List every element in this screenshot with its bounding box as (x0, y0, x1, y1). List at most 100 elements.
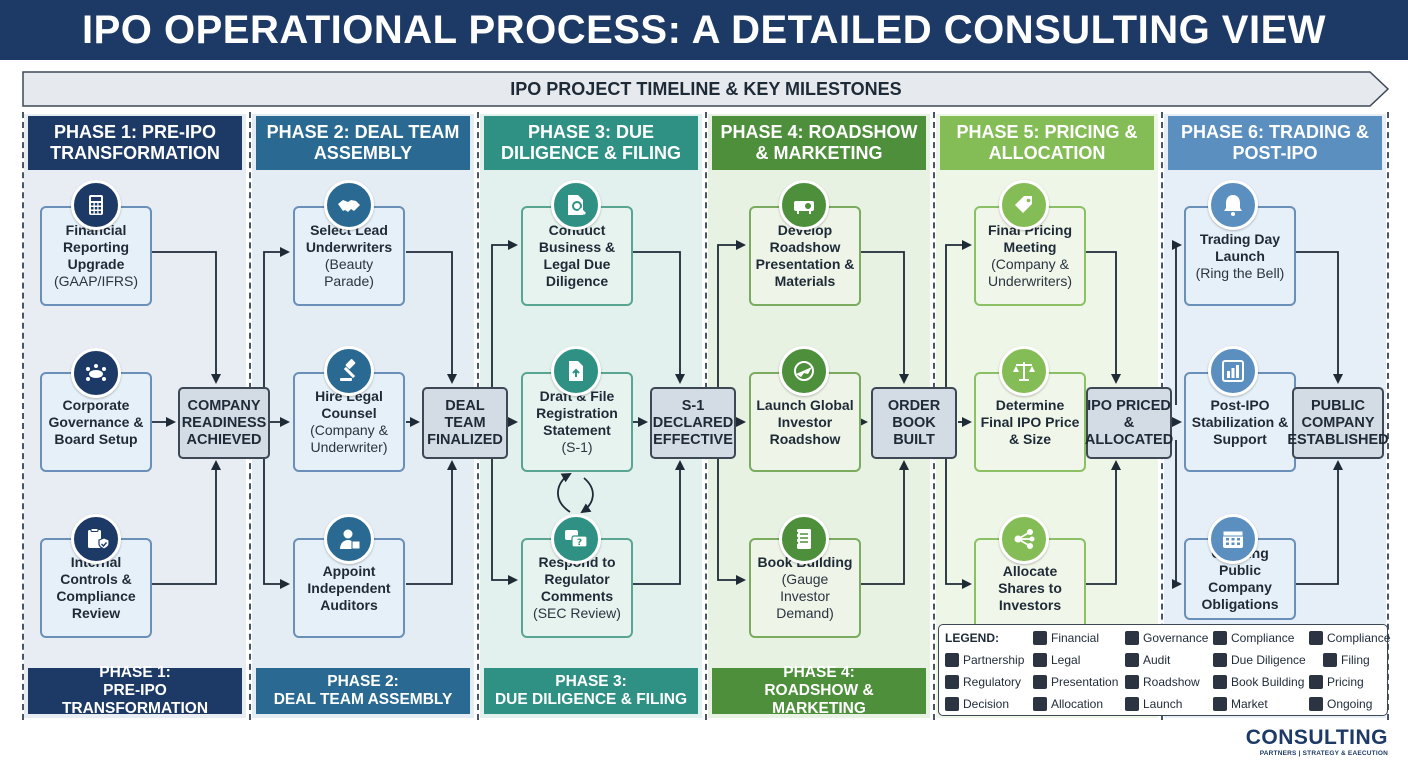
step-title: Develop Roadshow Presentation & Material… (755, 222, 855, 289)
brand-tagline: PARTNERS | STRATEGY & EAECUTION (1259, 750, 1388, 757)
step-title: Hire Legal Counsel (315, 388, 383, 421)
boardroom-icon (71, 348, 121, 398)
notebook-icon (779, 514, 829, 564)
legend-item-pricing: Pricing (1309, 675, 1364, 689)
phase-5-header: PHASE 5: PRICING & ALLOCATION (940, 116, 1154, 170)
handshake-icon (324, 180, 374, 230)
step-financial-reporting-upgrade: Financial Reporting Upgrade (GAAP/IFRS) (40, 206, 152, 306)
legend-label: Governance (1143, 631, 1209, 645)
phase-divider (22, 112, 24, 720)
legend-item-audit: Audit (1125, 653, 1170, 667)
clipboard-icon (1213, 631, 1227, 645)
legend-item-partnership: Partnership (945, 653, 1024, 667)
legend-label: Ongoing (1327, 697, 1373, 711)
timeline-arrow-shape (22, 71, 1390, 107)
step-title: Allocate Shares to Investors (998, 562, 1062, 613)
file-upload-icon (551, 346, 601, 396)
step-subtitle: (Company & Underwriters) (987, 256, 1072, 289)
phase-1-header: PHASE 1: PRE-IPO TRANSFORMATION (28, 116, 242, 170)
step-hire-legal-counsel: Hire Legal Counsel (Company & Underwrite… (293, 372, 405, 472)
bell-icon (1208, 180, 1258, 230)
timeline-banner: IPO PROJECT TIMELINE & KEY MILESTONES (22, 71, 1390, 107)
legend-item-book-building: Book Building (1213, 675, 1304, 689)
person-icon (1125, 653, 1139, 667)
legend-item-legal: Legal (1033, 653, 1080, 667)
phase-6-header: PHASE 6: TRADING & POST-IPO (1168, 116, 1382, 170)
legend-item-allocation: Allocation (1033, 697, 1103, 711)
calculator-icon (71, 180, 121, 230)
legend-label: Due Diligence (1231, 653, 1306, 667)
phase-4-footer: PHASE 4:ROADSHOW & MARKETING (712, 664, 926, 717)
legend-label: Allocation (1051, 697, 1104, 711)
phase-1-footer-line2: PRE-IPO TRANSFORMATION (61, 682, 209, 717)
chat-icon (945, 675, 959, 689)
legend-label: Legal (1051, 653, 1081, 667)
step-title: Final Pricing Meeting (987, 222, 1072, 255)
phase-3-footer-line1: PHASE 3: (555, 673, 627, 690)
legend-item-compliance-2: Compliance (1309, 631, 1390, 645)
phase-divider (1387, 112, 1389, 720)
step-title: Draft & File Registration Statement (536, 388, 618, 438)
phase-4-footer-line2: ROADSHOW & MARKETING (764, 682, 874, 717)
step-title: Appoint Independent Auditors (307, 562, 391, 613)
step-title: Conduct Business & Legal Due Diligence (538, 222, 616, 289)
milestone-order-book-built: ORDER BOOK BUILT (871, 387, 957, 459)
phase-1-footer: PHASE 1:PRE-IPO TRANSFORMATION (28, 664, 242, 717)
book-icon (1213, 675, 1227, 689)
step-title: Determine Final IPO Price & Size (980, 396, 1080, 447)
phase-3-footer: PHASE 3:DUE DILIGENCE & FILING (484, 668, 698, 714)
chart-icon (1033, 675, 1047, 689)
step-internal-controls: Internal Controls & Compliance Review (40, 538, 152, 638)
step-subtitle: (Ring the Bell) (1195, 264, 1285, 281)
phase-4-header: PHASE 4: ROADSHOW & MARKETING (712, 116, 926, 170)
step-subtitle: (S-1) (561, 439, 593, 455)
phase-1-footer-line1: PHASE 1: (99, 664, 171, 681)
step-title: Corporate Governance & Board Setup (48, 396, 144, 447)
step-title: Trading Day Launch (1199, 230, 1281, 264)
plane-icon (1125, 675, 1139, 689)
chat-question-icon: ? (551, 514, 601, 564)
gavel-icon (1033, 653, 1047, 667)
legend-item-governance: Governance (1125, 631, 1208, 645)
scales-icon (999, 346, 1049, 396)
share-icon (1033, 697, 1047, 711)
phase-2-footer: PHASE 2:DEAL TEAM ASSEMBLY (256, 668, 470, 714)
legend-item-roadshow: Roadshow (1125, 675, 1200, 689)
clipboard-shield-icon (71, 514, 121, 564)
legend-item-financial: Financial (1033, 631, 1099, 645)
step-subtitle: (SEC Review) (533, 605, 621, 621)
brand-name: CONSULTING (1245, 726, 1388, 749)
people-icon (1125, 631, 1139, 645)
legend-item-due-diligence: Due Diligence (1213, 653, 1306, 667)
projector-icon (779, 180, 829, 230)
brand-logo: CONSULTING PARTNERS | STRATEGY & EAECUTI… (1236, 726, 1388, 758)
phase-3-header: PHASE 3: DUE DILIGENCE & FILING (484, 116, 698, 170)
document-search-icon (551, 180, 601, 230)
tag-icon (1309, 675, 1323, 689)
pen-icon (1323, 653, 1337, 667)
calendar-icon (1309, 697, 1323, 711)
legend-item-regulatory: Regulatory (945, 675, 1021, 689)
phase-4-footer-line1: PHASE 4: (783, 664, 855, 681)
magnifier-icon (1213, 653, 1227, 667)
price-tag-icon (999, 180, 1049, 230)
step-title: Select Lead Underwriters (305, 222, 393, 255)
line-chart-icon (1213, 697, 1227, 711)
step-title: Internal Controls & Compliance Review (56, 554, 136, 621)
shield-icon (1309, 631, 1323, 645)
legend-item-launch: Launch (1125, 697, 1182, 711)
globe-plane-icon (779, 346, 829, 396)
legend-item-ongoing: Ongoing (1309, 697, 1372, 711)
legend-label: Partnership (963, 653, 1025, 667)
page-title: IPO OPERATIONAL PROCESS: A DETAILED CONS… (0, 0, 1408, 60)
milestone-ipo-priced: IPO PRICED & ALLOCATED (1085, 387, 1173, 459)
legend-label: Market (1231, 697, 1268, 711)
legend-label: Book Building (1231, 675, 1305, 689)
step-determine-final-price: Determine Final IPO Price & Size (974, 372, 1086, 472)
legend-label: Launch (1143, 697, 1183, 711)
legend-label: Compliance (1231, 631, 1295, 645)
phase-2-footer-line2: DEAL TEAM ASSEMBLY (273, 691, 453, 708)
phase-3-footer-line2: DUE DILIGENCE & FILING (494, 691, 688, 708)
building-icon (1033, 631, 1047, 645)
milestone-public-company: PUBLIC COMPANY ESTABLISHED (1287, 387, 1389, 459)
